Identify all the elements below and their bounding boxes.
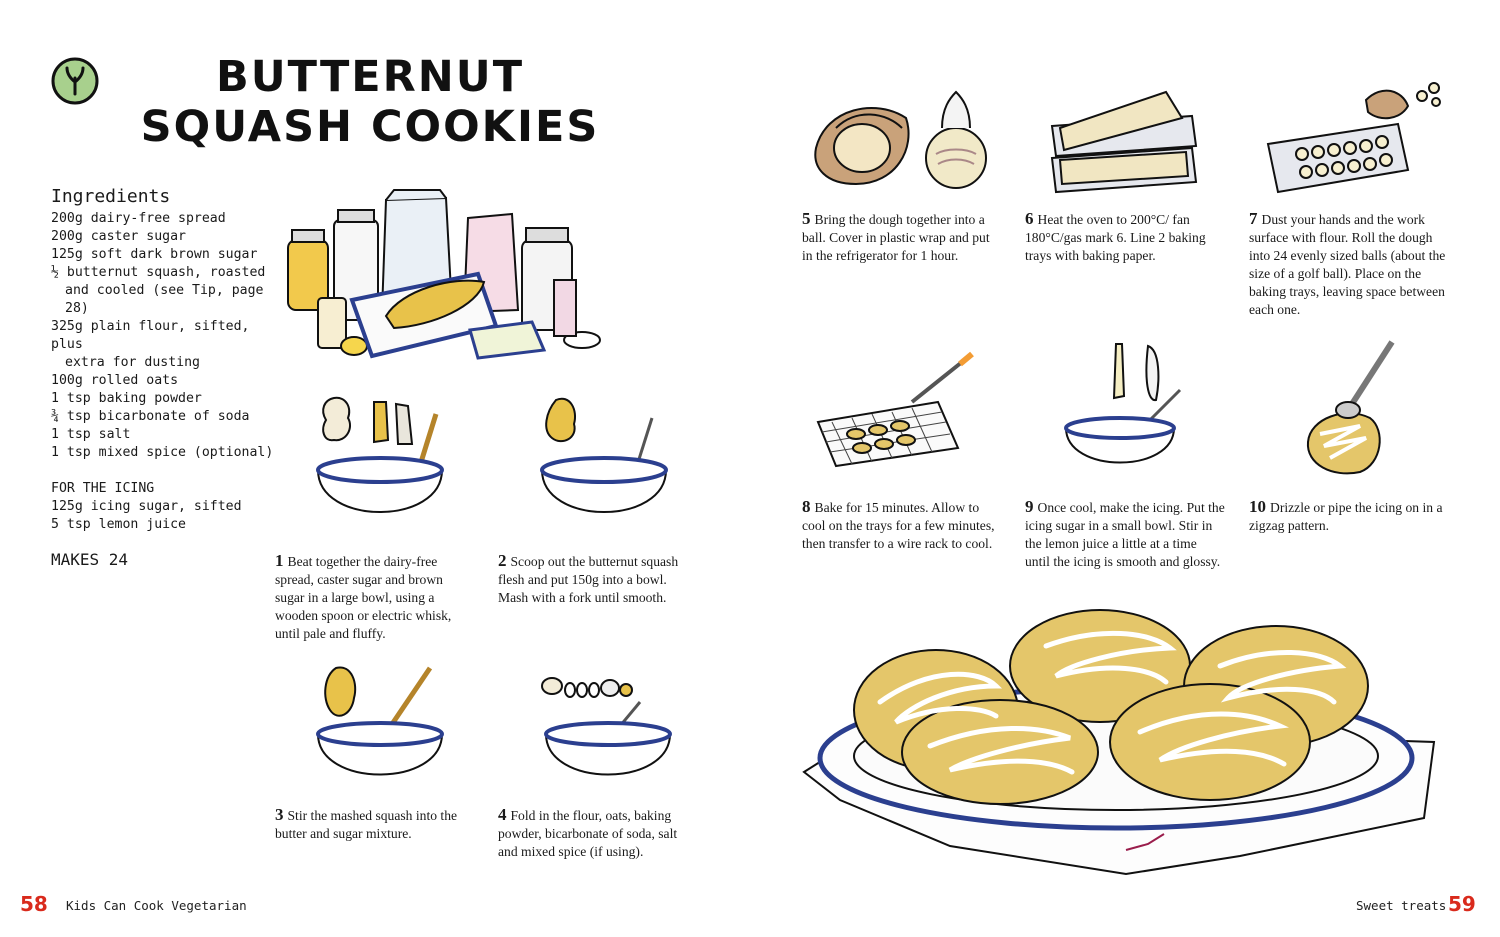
icing-heading: FOR THE ICING	[51, 481, 155, 496]
ingredients-heading: Ingredients	[51, 186, 171, 207]
step-number: 6	[1025, 209, 1034, 228]
icing-list: 125g icing sugar, sifted 5 tsp lemon jui…	[51, 498, 281, 534]
step-6-illustration	[1050, 90, 1198, 194]
vegetarian-leaf-icon	[51, 57, 99, 105]
step-number: 8	[802, 497, 811, 516]
step-2-illustration	[540, 397, 668, 513]
book-title: Kids Can Cook Vegetarian	[66, 898, 247, 913]
title-line-2: SQUASH COOKIES	[140, 102, 600, 152]
step-text: Fold in the flour, oats, baking powder, …	[498, 808, 678, 859]
right-page-number: 59	[1448, 892, 1476, 916]
list-item: 1 tsp baking powder	[51, 391, 202, 406]
step-text: Scoop out the butternut squash flesh and…	[498, 554, 679, 605]
ingredients-illustration	[287, 189, 601, 360]
list-item: 125g icing sugar, sifted	[51, 499, 242, 514]
step-4-illustration	[541, 677, 672, 776]
step-text: Heat the oven to 200°C/ fan 180°C/gas ma…	[1025, 212, 1206, 263]
step-5-illustration	[814, 90, 987, 189]
step-text: Dust your hands and the work surface wit…	[1249, 212, 1446, 317]
step-1-illustration	[316, 396, 444, 513]
list-item: 5 tsp lemon juice	[51, 517, 186, 532]
makes-count: MAKES 24	[51, 550, 129, 569]
title-line-1: BUTTERNUT	[215, 52, 525, 102]
step-3-illustration	[316, 666, 444, 776]
step-text: Bake for 15 minutes. Allow to cool on th…	[802, 500, 995, 551]
step-text: Stir the mashed squash into the butter a…	[275, 808, 458, 841]
step-7-illustration	[1266, 82, 1441, 194]
step-number: 2	[498, 551, 507, 570]
step-number: 5	[802, 209, 811, 228]
step-text: Drizzle or pipe the icing on in a zigzag…	[1249, 500, 1443, 533]
list-item: 200g caster sugar	[51, 229, 186, 244]
step-8-illustration	[816, 351, 974, 468]
cookie-plate-illustration	[802, 609, 1436, 876]
list-item: extra for dusting	[65, 355, 200, 370]
ingredients-panel: Ingredients 200g dairy-free spread 200g …	[51, 186, 281, 569]
step-number: 7	[1249, 209, 1258, 228]
step-text: Beat together the dairy-free spread, cas…	[275, 554, 452, 641]
left-page-number: 58	[20, 892, 48, 916]
ingredients-list: 200g dairy-free spread 200g caster sugar…	[51, 210, 281, 462]
step-number: 10	[1249, 497, 1266, 516]
step-number: 9	[1025, 497, 1034, 516]
page-title: BUTTERNUT SQUASH COOKIES	[60, 52, 680, 152]
list-item: ½ butternut squash, roasted	[51, 265, 266, 280]
step-number: 1	[275, 551, 284, 570]
list-item: 125g soft dark brown sugar	[51, 247, 258, 262]
step-number: 3	[275, 805, 284, 824]
step-9-illustration	[1064, 343, 1182, 464]
step-text: Once cool, make the icing. Put the icing…	[1025, 500, 1225, 569]
list-item: 200g dairy-free spread	[51, 211, 226, 226]
step-text: Bring the dough together into a ball. Co…	[802, 212, 990, 263]
step-number: 4	[498, 805, 507, 824]
list-item: ¾ tsp bicarbonate of soda	[51, 409, 250, 424]
section-name: Sweet treats	[1356, 898, 1447, 913]
list-item: 100g rolled oats	[51, 373, 179, 388]
list-item: 1 tsp mixed spice (optional)	[51, 445, 274, 460]
list-item: 325g plain flour, sifted, plus	[51, 319, 250, 352]
list-item: 1 tsp salt	[51, 427, 131, 442]
step-10-illustration	[1306, 340, 1395, 475]
list-item: and cooled (see Tip, page 28)	[65, 283, 264, 316]
